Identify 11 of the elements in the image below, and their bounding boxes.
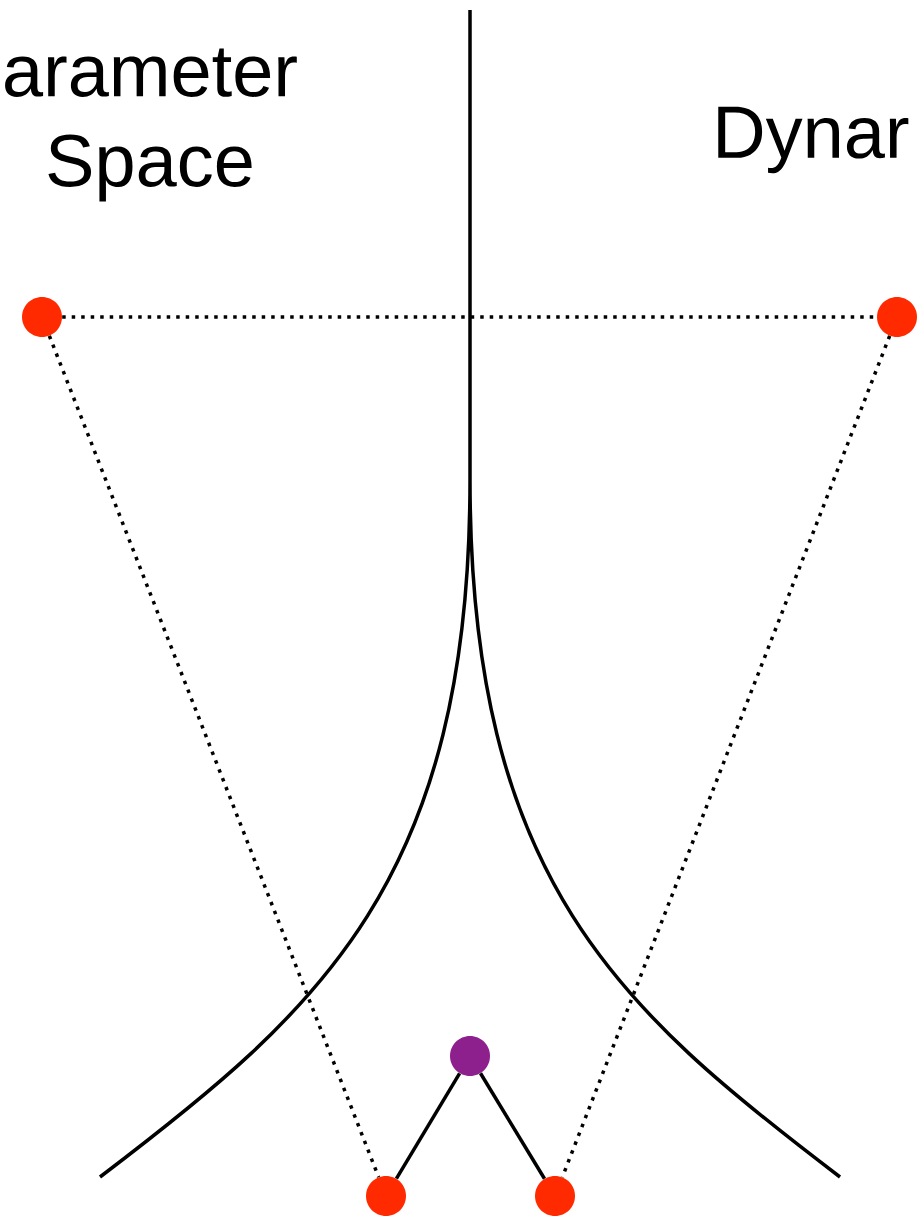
dot <box>22 297 62 337</box>
dot <box>366 1176 406 1216</box>
axis-label: arameter Space <box>5 48 297 202</box>
line <box>394 1072 462 1180</box>
line <box>479 1072 546 1180</box>
axis-label: Dynar <box>718 106 909 174</box>
dot <box>877 297 917 337</box>
dotted-line <box>47 335 381 1178</box>
dotted-line <box>560 335 892 1178</box>
dot <box>535 1176 575 1216</box>
dot <box>450 1036 490 1076</box>
